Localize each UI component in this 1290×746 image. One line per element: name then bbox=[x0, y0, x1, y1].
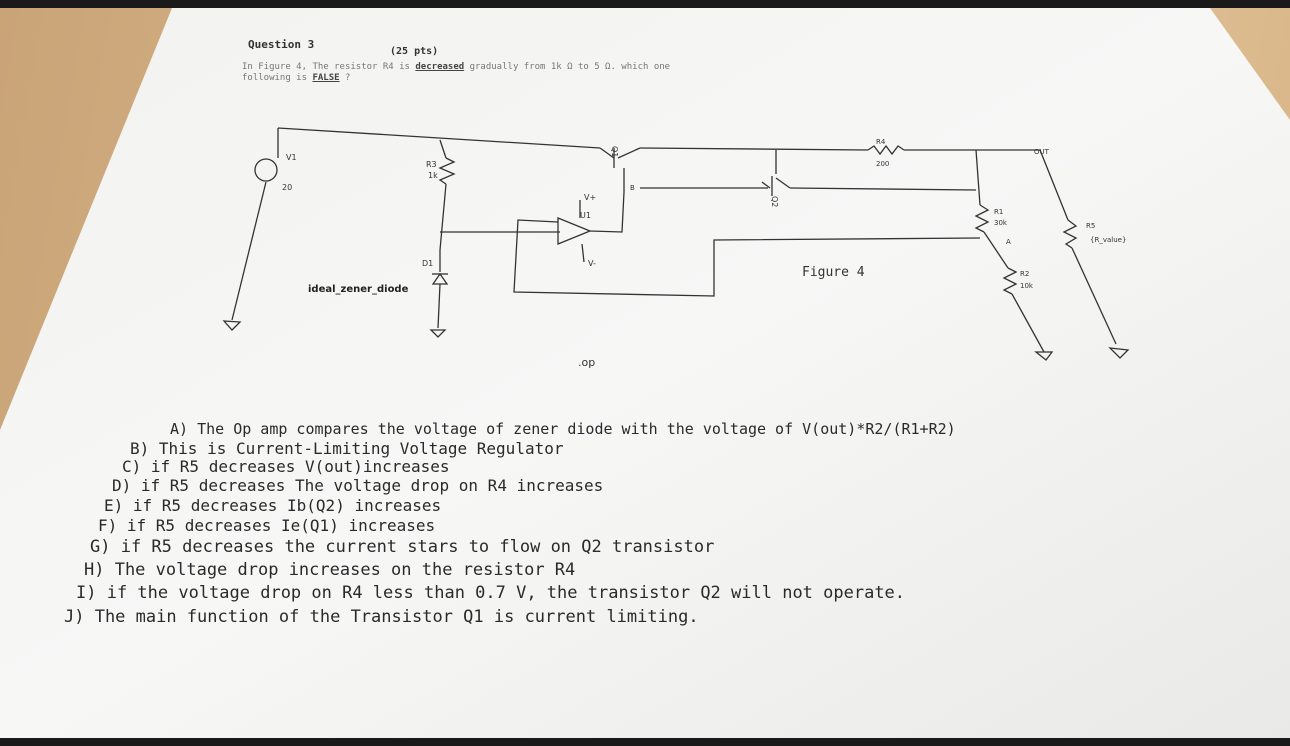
question-title: Question 3 bbox=[248, 38, 315, 51]
label-vminus: V- bbox=[588, 259, 596, 268]
figure-caption: Figure 4 bbox=[802, 265, 865, 280]
option-e: E) if R5 decreases Ib(Q2) increases bbox=[104, 496, 442, 515]
option-f: F) if R5 decreases Ie(Q1) increases bbox=[98, 516, 436, 535]
label-v1: V1 bbox=[286, 153, 297, 162]
label-r4: R4 bbox=[876, 138, 886, 146]
label-r2-value: 10k bbox=[1020, 282, 1034, 290]
label-a: A bbox=[1006, 238, 1011, 246]
label-out: OUT bbox=[1034, 148, 1050, 156]
label-r1: R1 bbox=[994, 208, 1003, 216]
label-u1: U1 bbox=[580, 211, 591, 220]
label-r4-value: 200 bbox=[876, 160, 889, 168]
option-b: B) This is Current-Limiting Voltage Regu… bbox=[130, 439, 564, 458]
top-border bbox=[0, 0, 1290, 8]
option-d: D) if R5 decreases The voltage drop on R… bbox=[112, 476, 604, 495]
label-r2: R2 bbox=[1020, 270, 1029, 278]
option-c: C) if R5 decreases V(out)increases bbox=[122, 457, 450, 476]
label-q2: Q2 bbox=[770, 196, 779, 207]
label-r5-value: {R_value} bbox=[1090, 236, 1126, 244]
option-h: H) The voltage drop increases on the res… bbox=[84, 560, 576, 580]
label-zener: ideal_zener_diode bbox=[308, 284, 409, 295]
question-points: (25 pts) bbox=[390, 46, 439, 57]
option-j: J) The main function of the Transistor Q… bbox=[64, 607, 699, 627]
label-vplus: V+ bbox=[584, 193, 596, 202]
false-emphasis: FALSE bbox=[312, 73, 340, 83]
question-intro: In Figure 4, The resistor R4 is decrease… bbox=[242, 62, 671, 83]
label-op-directive: .op bbox=[578, 356, 595, 369]
label-r3: R3 bbox=[426, 160, 437, 169]
label-v1-value: 20 bbox=[282, 183, 292, 192]
label-d1: D1 bbox=[422, 259, 433, 268]
label-b: B bbox=[630, 184, 635, 192]
label-q1: Q1 bbox=[610, 146, 619, 157]
option-g: G) if R5 decreases the current stars to … bbox=[90, 537, 715, 557]
label-r5: R5 bbox=[1086, 222, 1095, 230]
label-r1-value: 30k bbox=[994, 219, 1008, 227]
label-r3-value: 1k bbox=[428, 171, 438, 180]
option-a: A) The Op amp compares the voltage of ze… bbox=[170, 420, 956, 438]
bottom-border bbox=[0, 738, 1290, 746]
decreased-emphasis: decreased bbox=[415, 62, 465, 72]
option-i: I) if the voltage drop on R4 less than 0… bbox=[76, 583, 906, 603]
